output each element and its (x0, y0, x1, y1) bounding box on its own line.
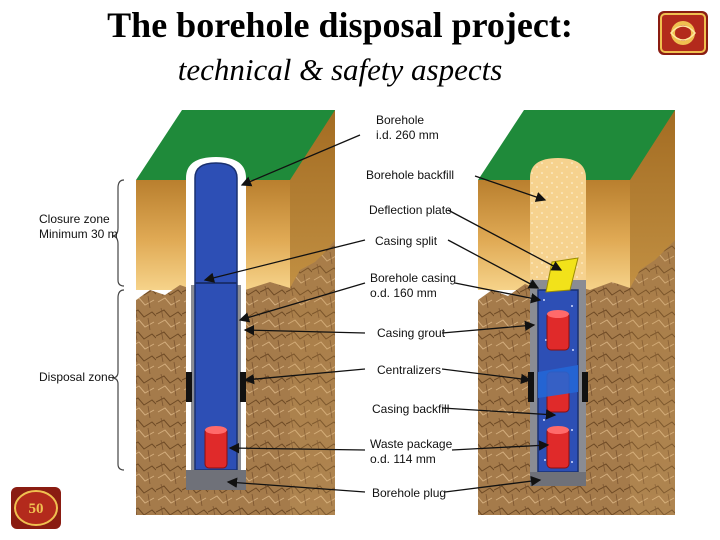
callout-borehole-casing: Borehole casing o.d. 160 mm (370, 271, 456, 301)
right-ground-block (478, 110, 675, 515)
left-borehole-casing (194, 162, 238, 471)
right-centralizer (582, 372, 588, 402)
left-grass-surface (136, 110, 335, 180)
left-borehole-plug (186, 470, 246, 490)
callout-borehole-casing-diameter: o.d. 160 mm (370, 286, 437, 300)
callout-borehole-plug: Borehole plug (372, 486, 447, 500)
callout-borehole-title: Borehole (376, 113, 425, 127)
callout-centralizers: Centralizers (377, 363, 442, 377)
callout-casing-backfill: Casing backfill (372, 402, 450, 416)
callout-borehole: Borehole i.d. 260 mm (376, 113, 439, 143)
right-grass-surface (478, 110, 675, 180)
right-borehole-plug (530, 472, 586, 486)
callout-borehole-diameter: i.d. 260 mm (376, 128, 439, 142)
right-centralizer (528, 372, 534, 402)
anniversary-emblem: 50 (11, 487, 61, 529)
zone-brackets (111, 179, 125, 471)
callout-casing-split: Casing split (375, 234, 438, 248)
disposal-zone-label: Disposal zone (39, 370, 115, 384)
callout-borehole-backfill: Borehole backfill (366, 168, 455, 182)
page-subtitle: technical & safety aspects (177, 52, 503, 87)
closure-zone-label: Closure zone Minimum 30 m (39, 212, 118, 242)
page-title: The borehole disposal project: (107, 5, 573, 45)
callout-borehole-casing-title: Borehole casing (370, 271, 457, 285)
callout-deflection-plate: Deflection plate (369, 203, 452, 217)
organization-emblem-top (658, 11, 708, 55)
closure-zone-depth: Minimum 30 m (39, 227, 118, 241)
anniversary-emblem-number: 50 (29, 501, 44, 517)
left-ground-block (136, 110, 335, 515)
callout-waste-package-title: Waste package (370, 437, 453, 451)
closure-zone-title: Closure zone (39, 212, 110, 226)
callout-waste-package: Waste package o.d. 114 mm (370, 437, 452, 467)
callout-casing-grout: Casing grout (377, 326, 446, 340)
left-centralizer (186, 372, 192, 402)
callout-leader-lines (203, 134, 563, 493)
left-centralizer (240, 372, 246, 402)
callout-waste-package-diameter: o.d. 114 mm (370, 452, 436, 466)
